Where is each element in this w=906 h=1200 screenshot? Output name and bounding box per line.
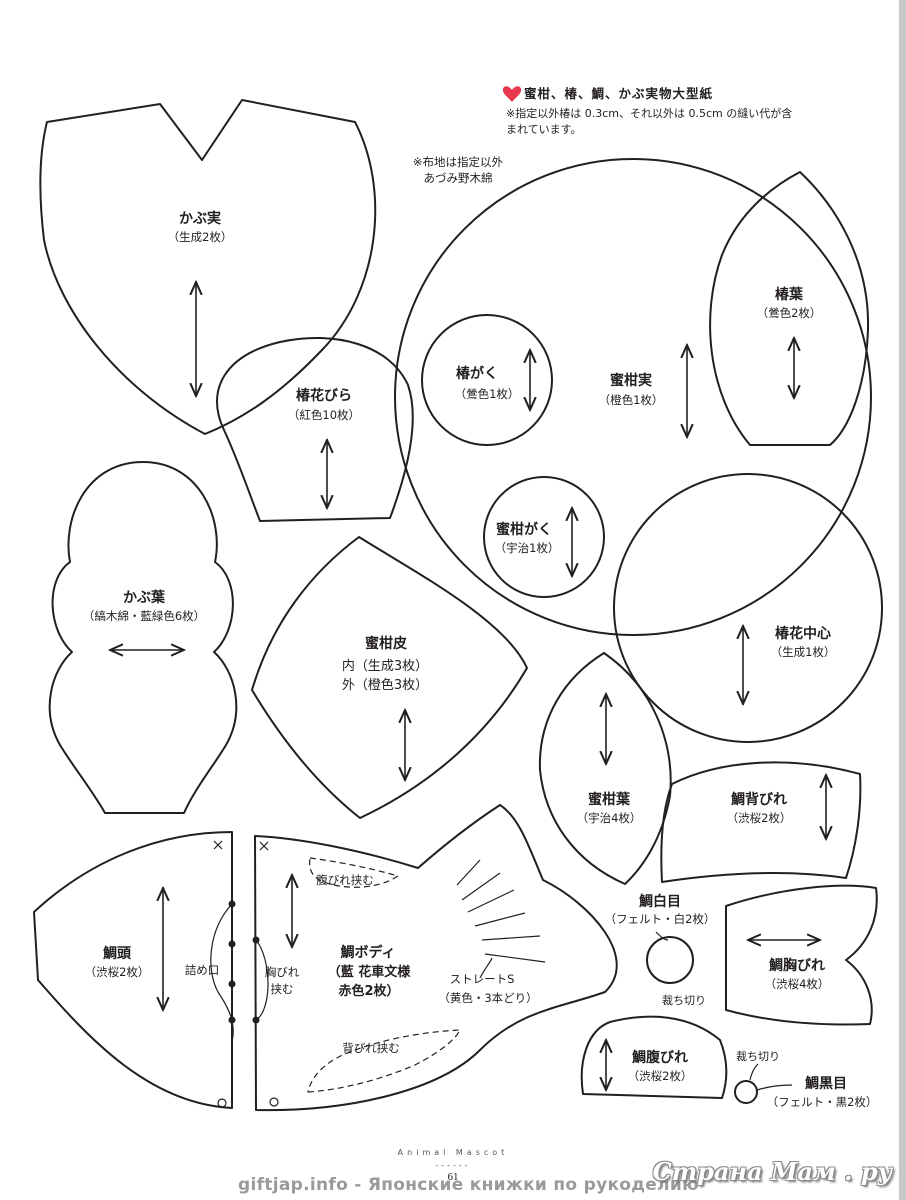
tai-munabire-name: 鯛胸びれ [769, 957, 825, 974]
tai-body-corner-x [259, 841, 269, 851]
tai-kurome-name: 鯛黒目 [805, 1075, 847, 1092]
tsubaki-gaku-detail: （鶯色1枚） [455, 387, 520, 401]
tsubaki-hanabira-detail: （紅色10枚） [288, 408, 360, 422]
tai-sebire-detail: （渋桜2枚） [727, 811, 792, 825]
mikan-gaku-outline [483, 476, 605, 598]
footer-divider: ------ [435, 1161, 471, 1170]
kabu-mi-detail: （生成2枚） [168, 230, 233, 244]
tai-sebire-outline [660, 761, 862, 883]
header: 蜜柑、椿、鯛、かぶ実物大型紙 ※指定以外椿は 0.3cm、それ以外は 0.5cm… [502, 86, 792, 136]
tai-body-gill-curve [255, 939, 269, 1021]
watermark-left: giftjap.info - Японские книжки по рукоде… [238, 1175, 699, 1195]
tai-harabire-name: 鯛腹びれ [632, 1049, 688, 1066]
tai-atama-name: 鯛頭 [103, 945, 132, 962]
mikan-mi-outline [394, 158, 872, 636]
tai-body-dot [252, 1016, 260, 1024]
mikan-mi-name: 蜜柑実 [610, 372, 652, 389]
tai-atama-dot [228, 1016, 236, 1024]
tai-body-se-label: 背びれ挟む [342, 1041, 400, 1055]
tsubaki-ha-detail: （鶯色2枚） [757, 306, 822, 320]
tsubaki-hanabira-name: 椿花びら [296, 387, 352, 404]
tai-body-corner-ring [269, 1097, 279, 1107]
tai-body-harabire-dashed [309, 857, 400, 888]
tai-body-straight-stitch [456, 859, 546, 963]
header-title: 蜜柑、椿、鯛、かぶ実物大型紙 [524, 86, 713, 101]
mikan-gaku-name: 蜜柑がく [496, 521, 552, 538]
tsubaki-hanabira-outline [216, 336, 414, 522]
tai-shirome-name: 鯛白目 [639, 893, 681, 910]
tsubaki-ha-outline [709, 171, 870, 446]
tai-shirome-outline [646, 936, 694, 984]
kabu-mi-outline [39, 99, 377, 435]
tai-atama-dot [228, 900, 236, 908]
tai-shirome-leader [655, 931, 669, 941]
watermark-right: Страна Мам . ру [652, 1157, 892, 1186]
kabu-mi-name: かぶ実 [179, 210, 221, 227]
tai-atama-corner-x [213, 840, 223, 850]
tai-atama-opening-curve [210, 903, 234, 1043]
mikan-kawa-name: 蜜柑皮 [365, 635, 407, 652]
tai-kurome-detail: （フェルト・黒2枚） [767, 1095, 878, 1109]
header-note-line1: ※指定以外椿は 0.3cm、それ以外は 0.5cm の縫い代が含 [506, 106, 792, 120]
tai-kurome-leader [749, 1063, 759, 1081]
mikan-gaku-detail: （宇治1枚） [495, 541, 560, 555]
mikan-mi-detail: （橙色1枚） [599, 393, 664, 407]
tsubaki-chushin-outline [613, 473, 883, 743]
kabu-ha-outline [48, 461, 238, 814]
tai-body-name: 鯛ボディ [340, 944, 395, 961]
tai-body-mune-label2: 挟む [271, 982, 294, 996]
tai-sebire-name: 鯛背びれ [731, 791, 787, 808]
tai-harabire-outline [580, 1015, 728, 1099]
tai-atama-outline [33, 831, 233, 1109]
mikan-kawa-outline [251, 536, 528, 819]
mikan-kawa-inner: 内（生成3枚） [342, 658, 428, 674]
tai-body-detail2: 赤色2枚） [338, 983, 399, 999]
kabu-ha-detail: （縞木綿・藍緑色6枚） [83, 609, 205, 623]
mikan-ha-detail: （宇治4枚） [577, 811, 642, 825]
tai-body-dot [252, 936, 260, 944]
page-number: 61 [447, 1171, 459, 1183]
mikan-kawa-outer: 外（橙色3枚） [342, 677, 428, 693]
tsubaki-gaku-name: 椿がく [456, 365, 498, 382]
tai-munabire-outline [725, 884, 878, 1026]
tai-kurome-name-leader [756, 1084, 793, 1091]
tai-harabire-detail: （渋桜2枚） [628, 1069, 693, 1083]
tai-body-outline [254, 804, 618, 1112]
tai-atama-dot [228, 980, 236, 988]
tai-body-straight-label: ストレートS [450, 972, 515, 986]
tai-atama-dot [228, 940, 236, 948]
fabric-note-line1: ※布地は指定以外 [413, 155, 504, 169]
tai-kurome-outline [734, 1080, 758, 1104]
mikan-ha-name: 蜜柑葉 [588, 791, 631, 808]
kabu-ha-name: かぶ葉 [123, 589, 166, 606]
fabric-note-line2: あづみ野木綿 [424, 171, 493, 185]
heart-icon [502, 86, 522, 102]
tsubaki-gaku-outline [421, 314, 553, 446]
footer-brand: Animal Mascot [397, 1148, 509, 1157]
header-note-line2: まれています。 [506, 123, 582, 136]
page-edge-strip [899, 0, 906, 1200]
tai-body-detail1: （藍 花車文様 [328, 964, 412, 980]
tai-shirome-detail: （フェルト・白2枚） [605, 912, 716, 926]
tai-shirome-cut: 裁ち切り [662, 994, 706, 1007]
tai-atama-tsumeguchi: 詰め口 [185, 963, 220, 977]
tai-munabire-detail: （渋桜4枚） [765, 977, 830, 991]
tsubaki-chushin-detail: （生成1枚） [771, 645, 836, 659]
tai-body-mune-label1: 胸びれ [265, 965, 300, 979]
tai-body-hara-label: 腹びれ挟む [316, 873, 374, 887]
tai-body-straight-detail: （黄色・3本どり） [438, 991, 537, 1005]
fabric-note: ※布地は指定以外 あづみ野木綿 [413, 155, 504, 185]
tai-atama-detail: （渋桜2枚） [85, 965, 150, 979]
tai-body-leader-line [479, 957, 493, 979]
mikan-ha-outline [538, 652, 672, 885]
tai-kurome-cut: 裁ち切り [736, 1050, 780, 1063]
tsubaki-chushin-name: 椿花中心 [775, 625, 831, 642]
tai-atama-corner-ring [217, 1098, 227, 1108]
tsubaki-ha-name: 椿葉 [775, 286, 804, 303]
tai-body-sebire-dashed [307, 1029, 461, 1093]
